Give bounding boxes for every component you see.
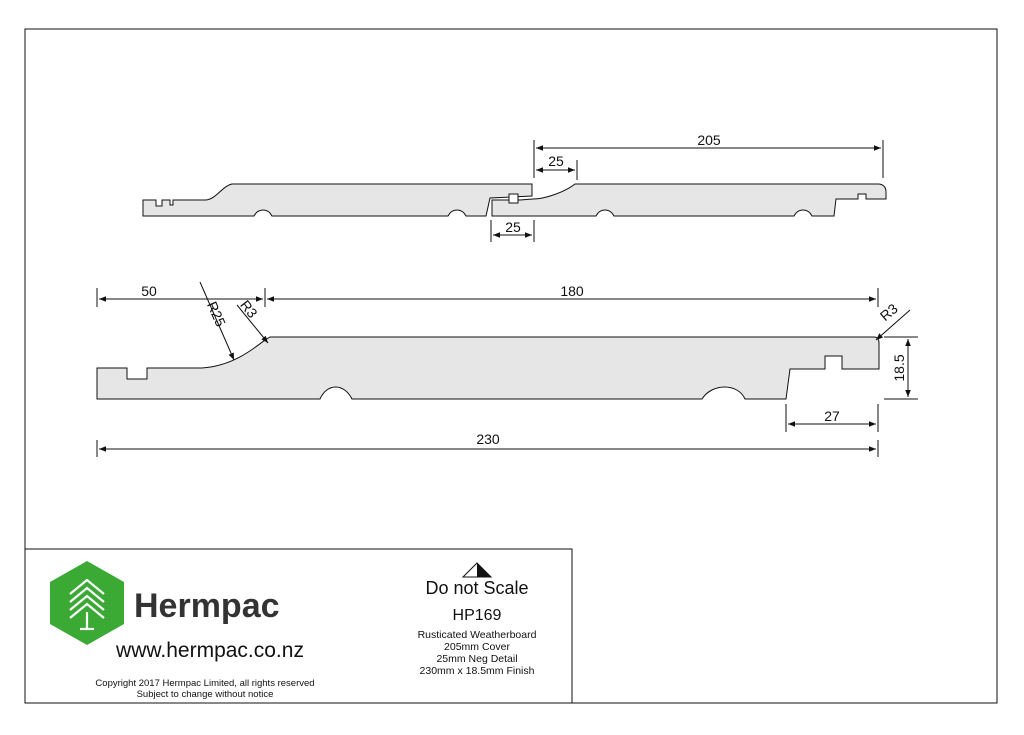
main-board-profile (96, 336, 880, 400)
company-name: Hermpac (134, 587, 280, 625)
copyright-line: Copyright 2017 Hermpac Limited, all righ… (95, 678, 314, 689)
overlap-dimension-label: 25 (548, 153, 564, 169)
neg-detail-dimension-label: 25 (505, 219, 521, 235)
right-board-profile (491, 183, 887, 217)
radius-small-left-label: R3 (237, 297, 261, 321)
description-line-1: Rusticated Weatherboard (418, 629, 537, 641)
company-website[interactable]: www.hermpac.co.nz (115, 639, 304, 662)
radius-small-right-label: R3 (877, 300, 901, 324)
radius-small-right-leader (875, 309, 911, 341)
description-line-4: 230mm x 18.5mm Finish (420, 665, 535, 677)
span-dimension-label: 180 (560, 283, 584, 299)
assembly-view (142, 183, 887, 217)
overall-width-dimension-label: 230 (476, 431, 500, 447)
product-code: HP169 (453, 607, 502, 624)
scale-note: Do not Scale (425, 578, 528, 598)
description-line-2: 205mm Cover (444, 641, 510, 653)
description-line-3: 25mm Neg Detail (436, 653, 517, 665)
radius-large-label: R25 (204, 299, 229, 329)
radius-small-left-leader (236, 304, 269, 344)
triangle-icon (461, 562, 493, 578)
cover-dimension-label: 205 (697, 132, 721, 148)
left-board-profile (142, 183, 533, 217)
disclaimer-line: Subject to change without notice (137, 689, 274, 700)
thickness-dimension-label: 18.5 (891, 354, 907, 381)
assembly-dimensions (490, 140, 884, 242)
right-offset-dimension-label: 27 (824, 408, 840, 424)
radius-large-leader (199, 281, 235, 361)
stacked-boards-icon (50, 561, 124, 645)
left-width-dimension-label: 50 (141, 283, 157, 299)
profile-dimensions (96, 281, 918, 457)
joint-gap-detail (508, 193, 519, 204)
